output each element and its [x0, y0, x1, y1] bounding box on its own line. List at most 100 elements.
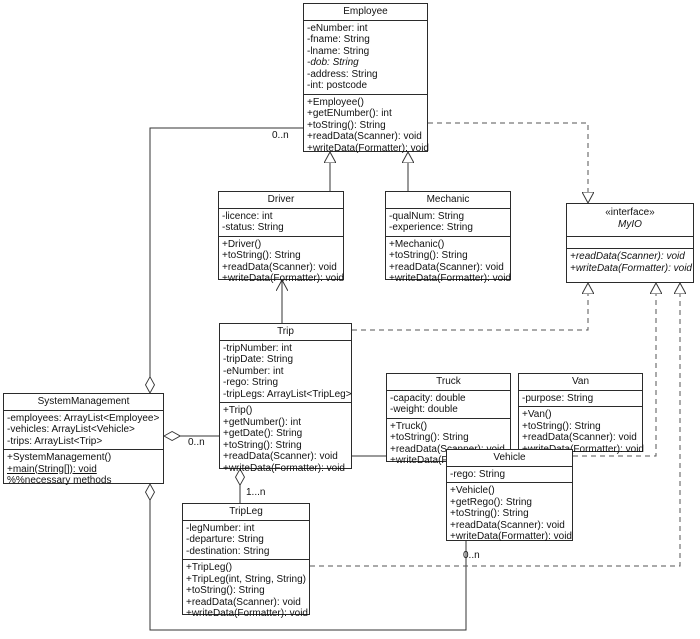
method: +readData(Scanner): void — [450, 519, 565, 531]
attribute: -destination: String — [186, 545, 270, 557]
attribute: -dob: String — [307, 57, 359, 68]
myio-interface: «interface» MyIO +readData(Scanner): voi… — [566, 203, 694, 283]
methods: +TripLeg() +TripLeg(int, String, String)… — [183, 560, 309, 622]
truck-class: Truck -capacity: double -weight: double … — [386, 373, 512, 466]
method: +getENumber(): int — [307, 108, 392, 119]
class-name: Employee — [304, 4, 427, 21]
method: +getRego(): String — [450, 496, 532, 508]
interface-header: «interface» MyIO — [567, 204, 693, 237]
method: +toString(): String — [307, 119, 386, 131]
system-aggregates-vehicles — [150, 484, 467, 631]
stereotype: «interface» — [605, 207, 655, 218]
method: +writeData(Formatter): void — [389, 273, 511, 284]
attribute: -rego: String — [223, 377, 279, 388]
attribute: -address: String — [307, 68, 378, 80]
class-name: SystemManagement — [4, 394, 163, 411]
van-class: Van -purpose: String +Van() +toString():… — [518, 373, 644, 455]
attribute: -fname: String — [307, 34, 370, 45]
method: +writeData(Formatter): void — [307, 142, 429, 154]
tripleg-realizes-myio — [310, 283, 680, 567]
class-name: Van — [519, 374, 642, 391]
method: +SystemManagement() — [7, 452, 112, 463]
method: +toString(): String — [222, 250, 301, 261]
method: +readData(Scanner): void — [222, 261, 337, 273]
methods: +Van() +toString(): String +readData(Sca… — [519, 407, 644, 457]
method: +toString(): String — [223, 439, 302, 451]
attribute: -departure: String — [186, 534, 264, 545]
attribute: -employees: ArrayList<Employee> — [7, 412, 160, 424]
attribute: -rego: String — [450, 468, 506, 480]
vehicle-class: Vehicle -rego: String +Vehicle() +getReg… — [446, 449, 573, 542]
method: +readData(Scanner): void — [389, 261, 504, 273]
system-aggregates-employees — [150, 127, 303, 393]
attributes — [567, 237, 693, 249]
class-name: Vehicle — [447, 450, 572, 467]
attribute: -eNumber: int — [307, 22, 368, 34]
attributes: -qualNum: String -experience: String — [386, 209, 510, 237]
methods: +Driver() +toString(): String +readData(… — [219, 237, 344, 287]
method: +Trip() — [223, 405, 253, 416]
attribute: -trips: ArrayList<Trip> — [7, 435, 103, 447]
method: +writeData(Formatter): void — [522, 443, 644, 455]
method: +Mechanic() — [389, 238, 445, 250]
method: +readData(Scanner): void — [307, 131, 422, 142]
system-management-class: SystemManagement -employees: ArrayList<E… — [3, 393, 164, 486]
method: +Truck() — [390, 420, 428, 432]
attribute: -tripLegs: ArrayList<TripLeg> — [223, 388, 352, 400]
method: +Vehicle() — [450, 485, 495, 496]
methods: +Vehicle() +getRego(): String +toString(… — [447, 483, 572, 545]
methods: +Mechanic() +toString(): String +readDat… — [386, 237, 511, 287]
multiplicity-triplegs: 1...n — [246, 487, 266, 498]
method: +readData(Scanner): void — [570, 251, 685, 262]
attribute: -capacity: double — [390, 392, 466, 404]
methods: +SystemManagement() +main(String[]): voi… — [4, 450, 163, 489]
method: +readData(Scanner): void — [223, 451, 338, 462]
employee-class: Employee -eNumber: int -fname: String -l… — [303, 3, 429, 154]
attribute: -tripNumber: int — [223, 342, 292, 354]
method: +writeData(Formatter): void — [186, 608, 308, 619]
trip-class: Trip -tripNumber: int -tripDate: String … — [219, 323, 352, 474]
attribute: -qualNum: String — [389, 210, 465, 222]
method: +TripLeg(int, String, String) — [186, 573, 306, 585]
method: +toString(): String — [450, 508, 529, 519]
method: +Employee() — [307, 96, 364, 108]
method: +readData(Scanner): void — [186, 596, 301, 608]
method: +toString(): String — [186, 585, 265, 596]
methods: +readData(Scanner): void +writeData(Form… — [567, 249, 693, 276]
mechanic-class: Mechanic -qualNum: String -experience: S… — [385, 191, 511, 284]
method: +Driver() — [222, 238, 262, 250]
attributes: -tripNumber: int -tripDate: String -eNum… — [220, 341, 352, 403]
attribute: -licence: int — [222, 210, 273, 222]
attribute: -legNumber: int — [186, 522, 255, 534]
attribute: -tripDate: String — [223, 354, 294, 365]
class-name: Truck — [387, 374, 510, 391]
method: +TripLeg() — [186, 562, 233, 573]
method: +toString(): String — [390, 432, 469, 443]
multiplicity-employees: 0..n — [272, 130, 289, 141]
attribute: -purpose: String — [522, 392, 594, 404]
attributes: -legNumber: int -departure: String -dest… — [183, 521, 309, 560]
methods: +Trip() +getNumber(): int +getDate(): St… — [220, 403, 351, 476]
multiplicity-vehicles: 0..n — [463, 550, 480, 561]
driver-class: Driver -licence: int -status: String +Dr… — [218, 191, 344, 284]
vehicle-realizes-myio — [573, 283, 656, 457]
method: +writeData(Formatter): void — [223, 462, 345, 474]
method: +writeData(Formatter): void — [222, 273, 344, 284]
attributes: -rego: String — [447, 467, 572, 483]
attributes: -licence: int -status: String — [219, 209, 343, 237]
method: +toString(): String — [389, 250, 468, 261]
method: +writeData(Formatter): void — [450, 531, 572, 542]
attribute: -lname: String — [307, 45, 370, 57]
trip-realizes-myio — [352, 283, 588, 331]
method: +getDate(): String — [223, 428, 303, 439]
attribute: -weight: double — [390, 404, 458, 415]
method: +getNumber(): int — [223, 416, 302, 428]
method: +Van() — [522, 409, 552, 420]
methods: +Employee() +getENumber(): int +toString… — [304, 95, 429, 157]
method: +writeData(Formatter): void — [570, 262, 692, 274]
class-name: MyIO — [618, 218, 642, 230]
attribute: -status: String — [222, 222, 284, 233]
attributes: -purpose: String — [519, 391, 642, 407]
tripleg-class: TripLeg -legNumber: int -departure: Stri… — [182, 503, 310, 619]
